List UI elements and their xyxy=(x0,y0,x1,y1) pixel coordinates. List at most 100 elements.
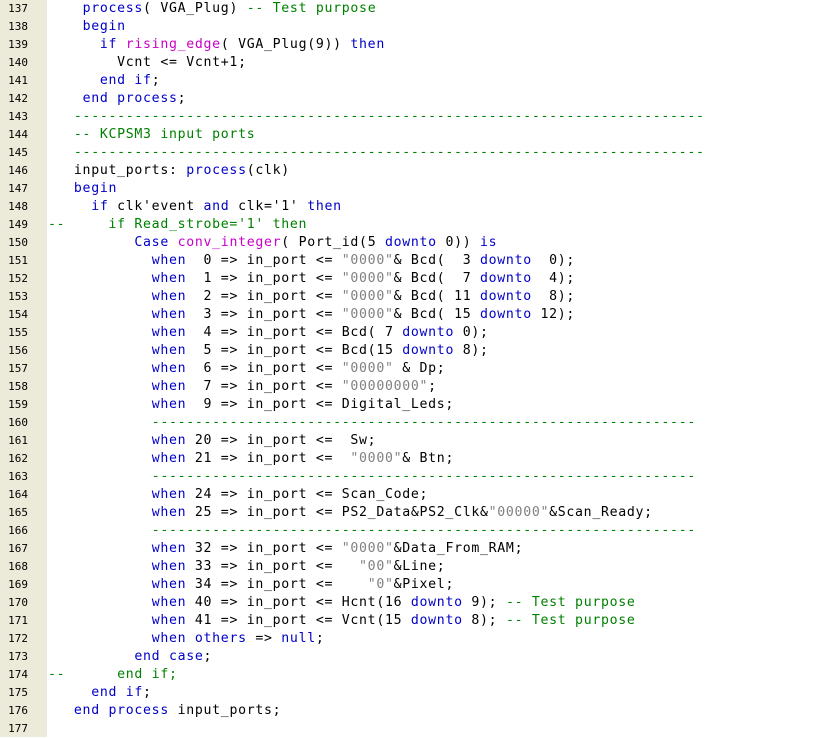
code-line[interactable]: 155 when 4 => in_port <= Bcd( 7 downto 0… xyxy=(0,324,825,342)
code-line[interactable]: 165 when 25 => in_port <= PS2_Data&PS2_C… xyxy=(0,504,825,522)
code-line[interactable]: 156 when 5 => in_port <= Bcd(15 downto 8… xyxy=(0,342,825,360)
code-line[interactable]: 175 end if; xyxy=(0,684,825,702)
comment-token: -- Test purpose xyxy=(505,595,636,610)
keyword-token: end process xyxy=(82,91,178,106)
code-line[interactable]: 163 ------------------------------------… xyxy=(0,468,825,486)
code-text: 25 => in_port <= PS2_Data&PS2_Clk& xyxy=(186,505,489,520)
line-number: 156 xyxy=(8,344,28,357)
line-number: 137 xyxy=(8,2,28,15)
code-content: when 24 => in_port <= Scan_Code; xyxy=(48,486,428,504)
code-line[interactable]: 150 Case conv_integer( Port_id(5 downto … xyxy=(0,234,825,252)
code-text: & Bcd( 3 xyxy=(393,253,481,268)
code-line[interactable]: 176 end process input_ports; xyxy=(0,702,825,720)
line-number: 159 xyxy=(8,398,28,411)
line-number: 155 xyxy=(8,326,28,339)
code-content: ----------------------------------------… xyxy=(48,108,705,126)
keyword-token: when others xyxy=(151,631,247,646)
code-text: 0); xyxy=(531,253,576,268)
comment-token: ----------------------------------------… xyxy=(151,523,696,538)
line-number: 174 xyxy=(8,668,28,681)
code-line[interactable]: 173 end case; xyxy=(0,648,825,666)
code-text xyxy=(48,703,74,718)
code-content: -- end if; xyxy=(48,666,178,684)
code-line[interactable]: 174 -- end if; xyxy=(0,666,825,684)
code-line[interactable]: 149-- if Read_strobe='1' then xyxy=(0,216,825,234)
code-text xyxy=(48,361,152,376)
line-number: 144 xyxy=(8,128,28,141)
line-number: 148 xyxy=(8,200,28,213)
keyword-token: and xyxy=(203,199,230,214)
code-content: ----------------------------------------… xyxy=(48,522,696,540)
code-text xyxy=(48,325,152,340)
code-text: &Pixel; xyxy=(393,577,455,592)
keyword-token: when xyxy=(151,379,187,394)
code-line[interactable]: 169 when 34 => in_port <= "0"&Pixel; xyxy=(0,576,825,594)
code-line[interactable]: 146 input_ports: process(clk) xyxy=(0,162,825,180)
code-line[interactable]: 139 if rising_edge( VGA_Plug(9)) then xyxy=(0,36,825,54)
line-number: 139 xyxy=(8,38,28,51)
code-line[interactable]: 152 when 1 => in_port <= "0000"& Bcd( 7 … xyxy=(0,270,825,288)
code-text xyxy=(169,235,178,250)
keyword-token: end if xyxy=(99,73,152,88)
code-content: when 0 => in_port <= "0000"& Bcd( 3 down… xyxy=(48,252,575,270)
code-line[interactable]: 168 when 33 => in_port <= "00"&Line; xyxy=(0,558,825,576)
code-line[interactable]: 161 when 20 => in_port <= Sw; xyxy=(0,432,825,450)
code-line[interactable]: 145 ------------------------------------… xyxy=(0,144,825,162)
code-line[interactable]: 141 end if; xyxy=(0,72,825,90)
code-line[interactable]: 158 when 7 => in_port <= "00000000"; xyxy=(0,378,825,396)
code-text: 21 => in_port <= xyxy=(186,451,351,466)
keyword-token: when xyxy=(151,343,187,358)
code-line[interactable]: 143 ------------------------------------… xyxy=(0,108,825,126)
code-text xyxy=(48,685,91,700)
keyword-token: downto xyxy=(480,253,532,268)
code-line[interactable]: 170 when 40 => in_port <= Hcnt(16 downto… xyxy=(0,594,825,612)
code-line[interactable]: 147 begin xyxy=(0,180,825,198)
line-number: 138 xyxy=(8,20,28,33)
code-text: ( VGA_Plug) xyxy=(143,1,247,16)
code-line[interactable]: 172 when others => null; xyxy=(0,630,825,648)
line-number: 167 xyxy=(8,542,28,555)
code-content: if clk'event and clk='1' then xyxy=(48,198,342,216)
code-line[interactable]: 142 end process; xyxy=(0,90,825,108)
comment-token: ----------------------------------------… xyxy=(48,109,705,124)
code-text: &Data_From_RAM; xyxy=(393,541,524,556)
code-line[interactable]: 159 when 9 => in_port <= Digital_Leds; xyxy=(0,396,825,414)
line-number: 145 xyxy=(8,146,28,159)
code-text: clk='1' xyxy=(229,199,308,214)
code-line[interactable]: 151 when 0 => in_port <= "0000"& Bcd( 3 … xyxy=(0,252,825,270)
code-line[interactable]: 160 ------------------------------------… xyxy=(0,414,825,432)
code-line[interactable]: 148 if clk'event and clk='1' then xyxy=(0,198,825,216)
code-text: 1 => in_port <= xyxy=(186,271,342,286)
code-text: 24 => in_port <= Scan_Code; xyxy=(186,487,429,502)
code-line[interactable]: 137 process( VGA_Plug) -- Test purpose xyxy=(0,0,825,18)
code-line[interactable]: 154 when 3 => in_port <= "0000"& Bcd( 15… xyxy=(0,306,825,324)
code-text: 20 => in_port <= Sw; xyxy=(186,433,377,448)
function-token: rising_edge xyxy=(125,37,221,52)
code-line[interactable]: 144 -- KCPSM3 input ports xyxy=(0,126,825,144)
code-text xyxy=(48,397,152,412)
code-text xyxy=(117,37,126,52)
code-line[interactable]: 138 begin xyxy=(0,18,825,36)
code-line[interactable]: 162 when 21 => in_port <= "0000"& Btn; xyxy=(0,450,825,468)
string-literal: "0" xyxy=(367,577,394,592)
code-line[interactable]: 164 when 24 => in_port <= Scan_Code; xyxy=(0,486,825,504)
keyword-token: downto xyxy=(410,613,463,628)
code-line[interactable]: 171 when 41 => in_port <= Vcnt(15 downto… xyxy=(0,612,825,630)
code-line[interactable]: 153 when 2 => in_port <= "0000"& Bcd( 11… xyxy=(0,288,825,306)
code-line[interactable]: 167 when 32 => in_port <= "0000"&Data_Fr… xyxy=(0,540,825,558)
keyword-token: downto xyxy=(402,325,455,340)
line-number: 169 xyxy=(8,578,28,591)
line-number: 171 xyxy=(8,614,28,627)
keyword-token: begin xyxy=(82,19,126,34)
line-number: 166 xyxy=(8,524,28,537)
comment-token: -- end if; xyxy=(48,667,178,682)
code-line[interactable]: 166 ------------------------------------… xyxy=(0,522,825,540)
keyword-token: end process xyxy=(73,703,169,718)
code-text xyxy=(48,415,152,430)
code-line[interactable]: 140 Vcnt <= Vcnt+1; xyxy=(0,54,825,72)
code-line[interactable]: 177 xyxy=(0,720,825,738)
string-literal: "0000" xyxy=(341,361,394,376)
code-line[interactable]: 157 when 6 => in_port <= "0000" & Dp; xyxy=(0,360,825,378)
code-content: when 6 => in_port <= "0000" & Dp; xyxy=(48,360,445,378)
